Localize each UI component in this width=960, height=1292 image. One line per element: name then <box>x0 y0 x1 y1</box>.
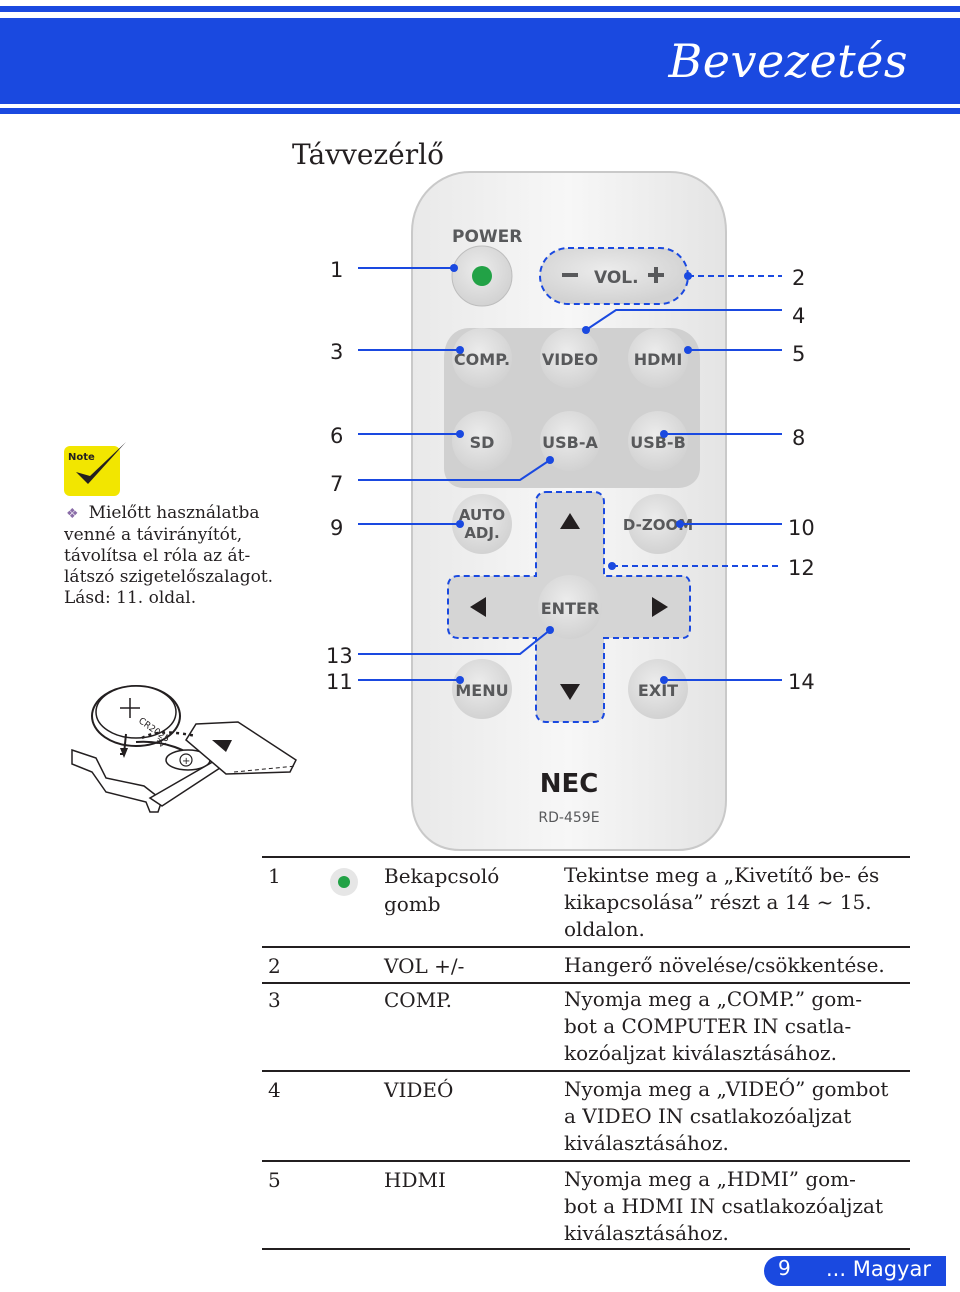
callout-10: 10 <box>788 516 815 540</box>
row-name: Bekapcsoló gomb <box>384 864 500 916</box>
brand-logo: NEC <box>540 769 599 799</box>
down-arrow-icon <box>560 684 580 700</box>
left-arrow-icon <box>470 597 486 617</box>
callout-2: 2 <box>792 266 806 290</box>
note-line-2: venné a távirányítót, <box>64 525 243 545</box>
header-bar <box>0 0 960 118</box>
vol-label: VOL. <box>594 268 639 288</box>
video-button[interactable] <box>540 328 600 388</box>
power-button-icon <box>330 868 358 896</box>
note-badge-label: Note <box>68 452 95 463</box>
hdmi-label: HDMI <box>634 350 683 369</box>
callout-14: 14 <box>788 670 815 694</box>
auto-label-1: AUTO <box>459 506 505 524</box>
remote-illustration: POWER VOL. COMP. VIDEO HDMI SD USB-A USB… <box>358 171 782 851</box>
note-line-4: látszó szigetelőszalagot. <box>64 567 274 587</box>
enter-label: ENTER <box>541 599 599 618</box>
usba-button[interactable] <box>540 411 600 471</box>
page-number: 9 <box>778 1256 791 1280</box>
vol-minus-icon <box>562 273 578 277</box>
row-number: 3 <box>268 988 281 1012</box>
video-label: VIDEO <box>542 350 598 369</box>
callout-1: 1 <box>330 258 344 282</box>
right-arrow-icon <box>652 597 668 617</box>
callout-6: 6 <box>330 424 344 448</box>
row-name: VOL +/- <box>384 954 465 978</box>
svg-text:+: + <box>182 756 190 767</box>
callout-4: 4 <box>792 304 806 328</box>
footer-pill <box>764 1256 946 1286</box>
callout-9: 9 <box>330 516 344 540</box>
page-header-title: Bevezetés <box>668 34 908 88</box>
callout-3: 3 <box>330 340 344 364</box>
auto-adj-button[interactable] <box>452 494 512 554</box>
usbb-label: USB-B <box>630 433 686 452</box>
exit-label: EXIT <box>638 681 678 700</box>
sd-button[interactable] <box>452 411 512 471</box>
row-description: Tekintse meg a „Kivetítő be- és kikapcso… <box>564 863 880 941</box>
row-description: Nyomja meg a „COMP.” gom- bot a COMPUTER… <box>564 987 862 1065</box>
row-description: Nyomja meg a „HDMI” gom- bot a HDMI IN c… <box>564 1167 883 1245</box>
dzoom-label: D-ZOOM <box>623 516 693 534</box>
model-label: RD-459E <box>538 810 599 826</box>
vol-plus-icon <box>648 267 664 283</box>
sd-label: SD <box>470 433 495 452</box>
row-number: 1 <box>268 864 281 888</box>
note-bullet-icon: ❖ <box>66 506 79 522</box>
note-text: ❖ Mielőtt használatba venné a távirányító… <box>64 503 282 609</box>
callout-8: 8 <box>792 426 806 450</box>
menu-button[interactable] <box>452 659 512 719</box>
enter-button[interactable] <box>538 575 602 639</box>
row-number: 4 <box>268 1078 281 1102</box>
section-title: Távvezérlő <box>292 138 444 171</box>
dzoom-button[interactable] <box>628 494 688 554</box>
battery-illustration: CR2025 3V + <box>71 685 297 813</box>
callout-13: 13 <box>326 644 353 668</box>
callout-11: 11 <box>326 670 353 694</box>
auto-label-2: ADJ. <box>464 524 499 542</box>
footer-language: ... Magyar <box>826 1257 931 1281</box>
note-line-1: Mielőtt használatba <box>88 503 260 523</box>
callout-7: 7 <box>330 472 344 496</box>
row-description: Nyomja meg a „VIDEÓ” gombot a VIDEO IN c… <box>564 1077 889 1155</box>
power-indicator-icon <box>472 266 492 286</box>
usbb-button[interactable] <box>628 411 688 471</box>
row-number: 5 <box>268 1168 281 1192</box>
note-line-5: Lásd: 11. oldal. <box>64 588 197 608</box>
power-label: POWER <box>452 227 522 247</box>
row-description: Hangerő növelése/csökkentése. <box>564 953 885 977</box>
hdmi-button[interactable] <box>628 328 688 388</box>
row-name: COMP. <box>384 988 452 1012</box>
menu-label: MENU <box>455 681 508 700</box>
row-name: HDMI <box>384 1168 446 1192</box>
row-name: VIDEÓ <box>384 1078 454 1102</box>
callout-12: 12 <box>788 556 815 580</box>
comp-button[interactable] <box>452 328 512 388</box>
note-line-3: távolítsa el róla az át- <box>64 546 251 566</box>
comp-label: COMP. <box>454 350 510 369</box>
row-number: 2 <box>268 954 281 978</box>
callout-5: 5 <box>792 342 806 366</box>
usba-label: USB-A <box>542 433 598 452</box>
up-arrow-icon <box>560 513 580 529</box>
note-badge-icon: Note <box>64 442 126 496</box>
exit-button[interactable] <box>628 659 688 719</box>
